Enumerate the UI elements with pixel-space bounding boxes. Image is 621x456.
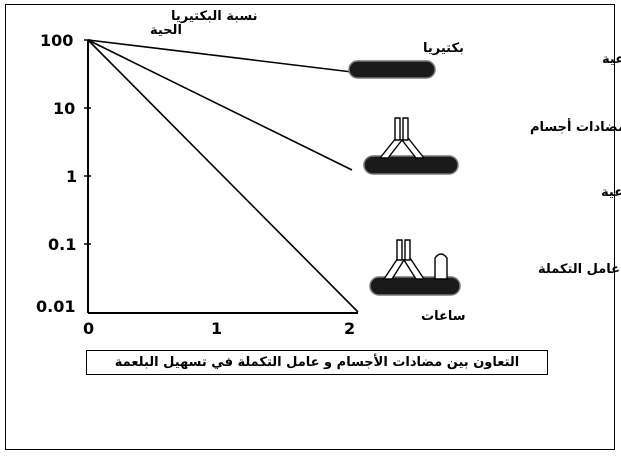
figure-frame — [5, 4, 615, 450]
y-axis-label-line2: الحية — [150, 23, 182, 38]
x-tick-label: 0 — [83, 319, 94, 338]
bacterium-shape — [363, 155, 459, 175]
antibodies-label: مضادات أجسام — [530, 118, 621, 135]
complement-label: عامل التكملة — [538, 262, 620, 277]
bacteria-label: بكتيريا — [423, 41, 464, 56]
complement-line — [87, 39, 359, 313]
x-axis-label: ساعات — [421, 309, 466, 324]
antibody-icon — [383, 239, 425, 280]
x-tick-label: 1 — [211, 319, 222, 338]
specific-immunity-label: مناعة نوعية — [601, 185, 621, 200]
nonspecific-immunity-label: مناعة غير نوعية — [602, 52, 621, 67]
y-tick-label: 0.1 — [48, 235, 76, 254]
x-tick-label: 2 — [344, 319, 355, 338]
y-tick-label: 10 — [53, 99, 75, 118]
y-tick-label: 1 — [66, 167, 77, 186]
complement-icon — [434, 253, 448, 280]
bacterium-shape — [348, 60, 436, 79]
y-tick-label: 0.01 — [36, 297, 75, 316]
nonspecific-immunity-line — [87, 39, 353, 73]
specific-immunity-line — [87, 39, 353, 171]
y-tick-label: 100 — [40, 31, 73, 50]
caption: التعاون بين مضادات الأجسام و عامل التكمل… — [86, 350, 548, 375]
antibody-icon — [379, 117, 425, 159]
y-axis-label-line1: نسبة البكتيريا — [171, 9, 258, 24]
